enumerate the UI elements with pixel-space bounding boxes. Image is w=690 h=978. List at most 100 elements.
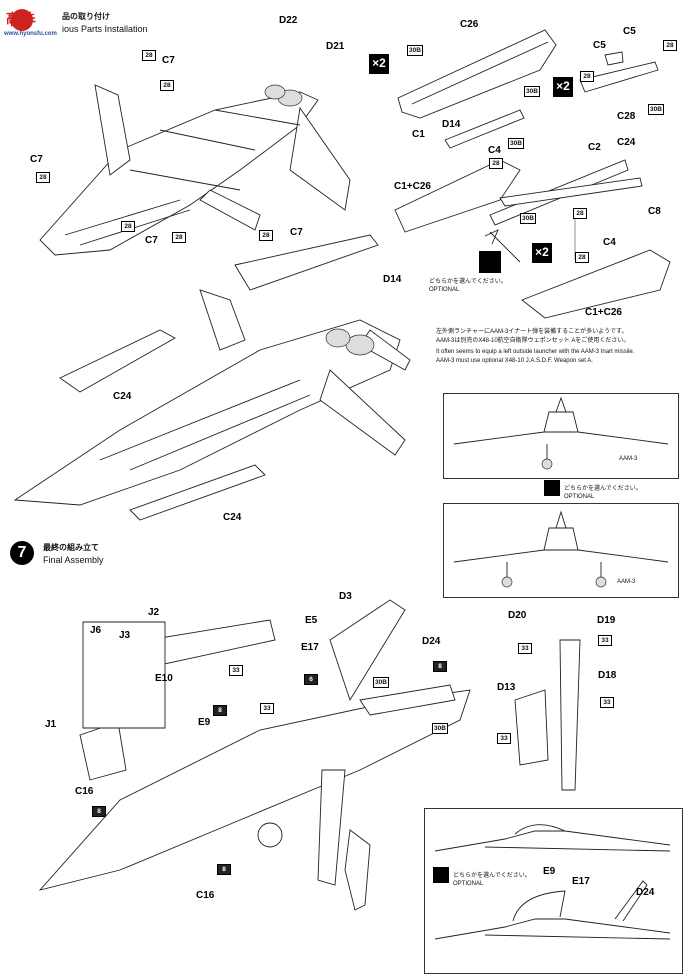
label-c16-bottom: C16	[196, 890, 215, 901]
part-mark-33-d: 33	[518, 643, 532, 654]
part-mark-30b-b: 30B	[524, 86, 540, 97]
part-mark-30b-c: 30B	[508, 138, 524, 149]
part-mark-30b-e: 30B	[520, 213, 536, 224]
label-c1: C1	[412, 129, 425, 140]
optional-note-bottom: OPTIONAL	[453, 881, 484, 887]
aam3-front-view-a	[453, 396, 669, 470]
label-c1-c26-top: C1+C26	[394, 181, 431, 192]
label-c7-bottom: C7	[145, 235, 158, 246]
svg-text:高手: 高手	[10, 13, 36, 28]
part-mark-8-b: 8	[433, 661, 447, 672]
label-c8: C8	[648, 206, 661, 217]
label-e9-option: E9	[543, 866, 556, 877]
label-c5-left: C5	[593, 40, 606, 51]
canopy-option-panel: どちらかを選んでください。 OPTIONAL E9 E17 D24	[424, 808, 683, 974]
step7-number: 7	[17, 544, 27, 561]
label-j2: J2	[148, 607, 160, 618]
step6-title-en: ious Parts Installation	[62, 24, 148, 34]
label-c7-right: C7	[290, 227, 303, 238]
part-mark-30b-f: 30B	[373, 677, 389, 688]
watermark-site-cn: 高手	[6, 11, 35, 26]
quantity-x2-c: ×2	[532, 243, 552, 263]
label-c24-top: C24	[617, 137, 636, 148]
part-mark-33-c: 33	[598, 635, 612, 646]
aam3-option-panel-a: AAM-3	[443, 393, 679, 479]
aam3-option-panel-b: AAM-3	[443, 503, 679, 598]
label-d3: D3	[339, 591, 352, 602]
label-c4-top: C4	[488, 145, 501, 156]
step6-title-jp: 品の取り付け	[62, 12, 110, 21]
part-mark-33-e: 33	[600, 697, 614, 708]
part-mark-28-d: 28	[121, 221, 135, 232]
aam3-note-jp-1: 左外側ランチャーにAAM-3イナート弾を装備することが多いようです。	[436, 329, 628, 335]
label-d20: D20	[508, 610, 527, 621]
label-c4-mid: C4	[603, 237, 616, 248]
label-e17: E17	[301, 642, 319, 653]
aam3-note-jp-2: AAM-3は別売のX48-10航空自衛隊ウェポンセット Aをご使用ください。	[436, 338, 630, 344]
label-c24-bottom: C24	[223, 512, 242, 523]
either-choose-note-mid: どちらかを選んでください。	[564, 486, 642, 492]
optional-note-top: OPTIONAL	[429, 287, 460, 293]
label-d14-mid: D14	[383, 274, 402, 285]
label-aam3-b: AAM-3	[617, 579, 636, 585]
label-aam3-a: AAM-3	[619, 456, 638, 462]
part-mark-33-f: 33	[497, 733, 511, 744]
label-d21: D21	[326, 41, 345, 52]
part-mark-28-a: 28	[142, 50, 156, 61]
label-e17-option: E17	[572, 876, 590, 887]
part-mark-28-g: 28	[489, 158, 503, 169]
label-c7-top: C7	[162, 55, 175, 66]
part-mark-8-a: 8	[213, 705, 227, 716]
label-j3: J3	[119, 630, 131, 641]
label-d24-main: D24	[422, 636, 441, 647]
label-d24-option: D24	[636, 887, 655, 898]
quantity-x2-a: ×2	[369, 54, 389, 74]
part-mark-28-h: 28	[663, 40, 677, 51]
part-mark-33-a: 33	[229, 665, 243, 676]
step7-title-jp: 最終の組み立て	[43, 543, 99, 552]
part-mark-28-k: 28	[575, 252, 589, 263]
part-mark-28-e: 28	[172, 232, 186, 243]
final-assembly-drawing	[38, 599, 581, 911]
label-c16-top: C16	[75, 786, 94, 797]
label-c24-left: C24	[113, 391, 132, 402]
aircraft-top-view	[39, 84, 351, 256]
canopy-option-views	[434, 824, 671, 940]
aircraft-mid-view	[13, 234, 411, 521]
step7-title-en: Final Assembly	[43, 555, 104, 565]
label-c26: C26	[460, 19, 479, 30]
part-mark-8-d: 8	[217, 864, 231, 875]
part-mark-28-j: 28	[573, 208, 587, 219]
label-c1-c26-bottom: C1+C26	[585, 307, 622, 318]
label-c28: C28	[617, 111, 636, 122]
label-c2: C2	[588, 142, 601, 153]
optional-note-mid: OPTIONAL	[564, 494, 595, 500]
optional-choice-icon-bottom	[433, 867, 449, 883]
label-e5: E5	[305, 615, 318, 626]
label-c5-right: C5	[623, 26, 636, 37]
either-choose-note-top: どちらかを選んでください。	[429, 279, 507, 285]
either-choose-note-bottom: どちらかを選んでください。	[453, 873, 531, 879]
part-mark-6: 6	[304, 674, 318, 685]
step7-number-badge: 7	[10, 541, 34, 565]
aam3-front-view-b	[453, 510, 669, 588]
aam3-note-en-1: It often seems to equip a left outside l…	[436, 349, 635, 355]
label-d18: D18	[598, 670, 617, 681]
part-mark-28-b: 28	[160, 80, 174, 91]
label-e10: E10	[155, 673, 173, 684]
label-j1: J1	[45, 719, 57, 730]
label-j6: J6	[90, 625, 102, 636]
part-mark-28-c: 28	[36, 172, 50, 183]
aam3-note-en-2: AAM-3 must use optional X48-10 J.A.S.D.F…	[436, 358, 593, 364]
optional-choice-icon-top	[479, 251, 501, 273]
part-mark-28-f: 28	[259, 230, 273, 241]
part-mark-30b-g: 30B	[432, 723, 448, 734]
part-mark-28-i: 28	[580, 71, 594, 82]
quantity-x2-b: ×2	[553, 77, 573, 97]
watermark-url: www.hyonsfu.com	[4, 31, 57, 37]
watermark-logo: 高手 高手 www.hyonsfu.com	[2, 6, 64, 37]
label-e9: E9	[198, 717, 211, 728]
label-d22: D22	[279, 15, 298, 26]
part-mark-30b-d: 30B	[648, 104, 664, 115]
